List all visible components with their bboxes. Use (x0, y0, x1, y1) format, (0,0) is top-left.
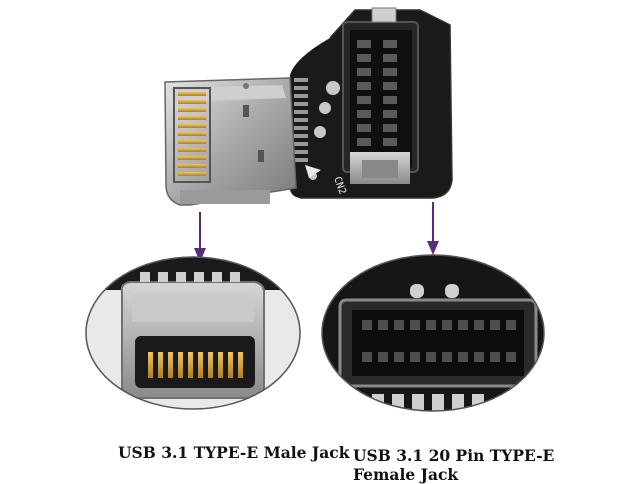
arrow-left (194, 212, 206, 262)
connector-id-zoom-label: CN (510, 394, 523, 407)
caption-female-jack: USB 3.1 20 Pin TYPE-E Female Jack (353, 446, 554, 484)
zoom-male-jack (85, 256, 301, 410)
caption-male-jack: USB 3.1 TYPE-E Male Jack (118, 443, 350, 462)
caption-female-jack-line1: USB 3.1 20 Pin TYPE-E (353, 446, 555, 465)
caption-female-jack-line2: Female Jack (353, 465, 459, 484)
adapter-top: CN2 (164, 7, 453, 206)
zoom-female-jack: CN (321, 254, 545, 412)
arrow-right (427, 202, 439, 255)
